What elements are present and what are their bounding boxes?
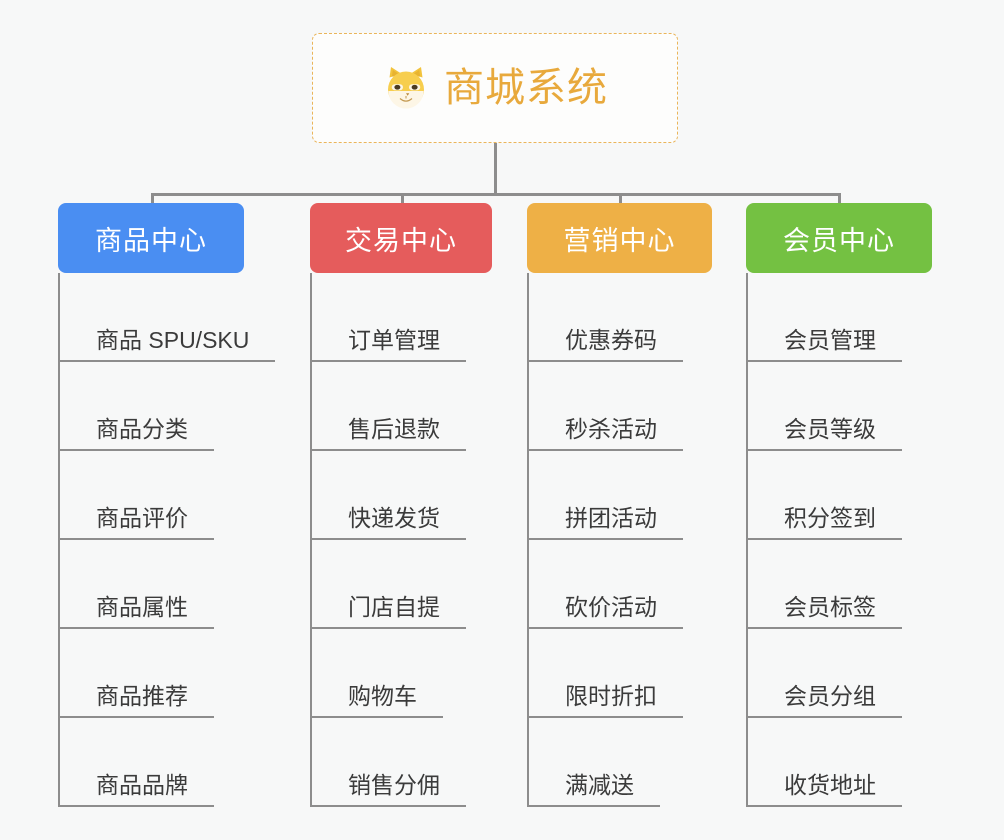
leaf-item-label: 收货地址 — [746, 772, 902, 807]
connector-drop-3 — [619, 193, 622, 205]
category-box[interactable]: 商品中心 — [58, 203, 244, 273]
leaf-item-label: 优惠券码 — [527, 327, 683, 362]
leaf-list: 会员管理会员等级积分签到会员标签会员分组收货地址 — [746, 273, 932, 807]
leaf-item-label: 限时折扣 — [527, 683, 683, 718]
leaf-item-label: 商品推荐 — [58, 683, 214, 718]
leaf-item-label: 秒杀活动 — [527, 416, 683, 451]
branch-column: 交易中心订单管理售后退款快递发货门店自提购物车销售分佣 — [310, 203, 492, 807]
leaf-item-label: 商品分类 — [58, 416, 214, 451]
leaf-item[interactable]: 销售分佣 — [310, 718, 492, 807]
connector-drop-2 — [401, 193, 404, 205]
leaf-item[interactable]: 会员等级 — [746, 362, 932, 451]
leaf-item[interactable]: 商品品牌 — [58, 718, 244, 807]
shiba-dog-face-icon — [382, 64, 430, 112]
leaf-item[interactable]: 收货地址 — [746, 718, 932, 807]
leaf-item-label: 砍价活动 — [527, 594, 683, 629]
leaf-item-label: 商品评价 — [58, 505, 214, 540]
leaf-item-label: 拼团活动 — [527, 505, 683, 540]
leaf-item[interactable]: 会员标签 — [746, 540, 932, 629]
leaf-item-label: 商品品牌 — [58, 772, 214, 807]
leaf-item[interactable]: 积分签到 — [746, 451, 932, 540]
leaf-item-label: 商品 SPU/SKU — [58, 327, 276, 362]
leaf-item[interactable]: 商品推荐 — [58, 629, 244, 718]
connector-horizontal-bar — [151, 193, 841, 196]
connector-drop-1 — [151, 193, 154, 205]
leaf-item-label: 满减送 — [527, 772, 660, 807]
leaf-list: 订单管理售后退款快递发货门店自提购物车销售分佣 — [310, 273, 492, 807]
category-label: 营销中心 — [563, 225, 676, 256]
leaf-item[interactable]: 秒杀活动 — [527, 362, 712, 451]
leaf-item-label: 快递发货 — [310, 505, 466, 540]
leaf-item[interactable]: 商品评价 — [58, 451, 244, 540]
leaf-item[interactable]: 快递发货 — [310, 451, 492, 540]
leaf-item-label: 会员等级 — [746, 416, 902, 451]
leaf-item[interactable]: 门店自提 — [310, 540, 492, 629]
branch-column: 商品中心商品 SPU/SKU 商品分类商品评价商品属性商品推荐商品品牌 — [58, 203, 276, 807]
leaf-item[interactable]: 商品分类 — [58, 362, 244, 451]
leaf-item-label: 会员分组 — [746, 683, 902, 718]
branch-column: 营销中心优惠券码秒杀活动拼团活动砍价活动限时折扣满减送 — [527, 203, 712, 807]
connector-drop-4 — [838, 193, 841, 205]
leaf-list: 商品 SPU/SKU 商品分类商品评价商品属性商品推荐商品品牌 — [58, 273, 276, 807]
category-box[interactable]: 营销中心 — [527, 203, 712, 273]
leaf-item[interactable]: 购物车 — [310, 629, 492, 718]
leaf-item[interactable]: 限时折扣 — [527, 629, 712, 718]
branch-column: 会员中心会员管理会员等级积分签到会员标签会员分组收货地址 — [746, 203, 932, 807]
leaf-item-label: 售后退款 — [310, 416, 466, 451]
leaf-item-label: 购物车 — [310, 683, 443, 718]
category-label: 会员中心 — [783, 225, 895, 256]
leaf-item-label: 订单管理 — [310, 327, 466, 362]
root-node[interactable]: 商城系统 — [312, 33, 678, 143]
leaf-item-label: 积分签到 — [746, 505, 902, 540]
leaf-list: 优惠券码秒杀活动拼团活动砍价活动限时折扣满减送 — [527, 273, 712, 807]
category-label: 商品中心 — [95, 225, 207, 256]
leaf-item[interactable]: 商品 SPU/SKU — [58, 273, 276, 362]
leaf-item[interactable]: 订单管理 — [310, 273, 492, 362]
leaf-item[interactable]: 商品属性 — [58, 540, 244, 629]
leaf-item[interactable]: 会员管理 — [746, 273, 932, 362]
leaf-item-label: 门店自提 — [310, 594, 466, 629]
leaf-item-label: 会员管理 — [746, 327, 902, 362]
connector-root-stem — [494, 143, 497, 195]
leaf-item[interactable]: 会员分组 — [746, 629, 932, 718]
leaf-item[interactable]: 售后退款 — [310, 362, 492, 451]
leaf-item[interactable]: 优惠券码 — [527, 273, 712, 362]
leaf-item[interactable]: 拼团活动 — [527, 451, 712, 540]
category-box[interactable]: 会员中心 — [746, 203, 932, 273]
leaf-item-label: 商品属性 — [58, 594, 214, 629]
category-box[interactable]: 交易中心 — [310, 203, 492, 273]
leaf-item[interactable]: 满减送 — [527, 718, 712, 807]
leaf-item[interactable]: 砍价活动 — [527, 540, 712, 629]
leaf-item-label: 销售分佣 — [310, 772, 466, 807]
category-label: 交易中心 — [345, 225, 457, 256]
leaf-item-label: 会员标签 — [746, 594, 902, 629]
root-title: 商城系统 — [444, 66, 608, 110]
